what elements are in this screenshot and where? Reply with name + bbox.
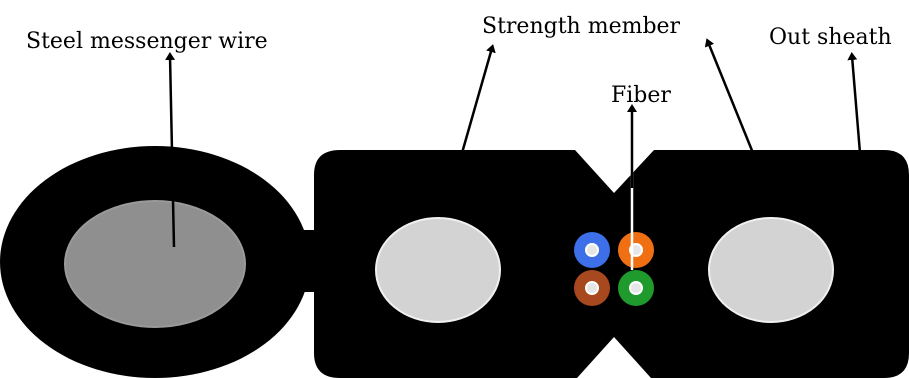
label-steel-messenger-wire: Steel messenger wire (26, 29, 268, 54)
arrow-steel-messenger-wire (165, 52, 176, 248)
arrow-strength-member-right (704, 38, 755, 154)
label-fiber: Fiber (611, 83, 671, 108)
fiber-blue-core (585, 243, 599, 257)
label-strength-member: Strength member (482, 14, 681, 39)
fiber-green-core (629, 281, 643, 295)
fiber-brown-core (585, 281, 599, 295)
steel-messenger-wire-core (64, 200, 246, 328)
strength-member-left (375, 217, 501, 323)
arrow-out-sheath (847, 52, 862, 154)
arrow-strength-member-left (460, 44, 496, 154)
strength-member-right (708, 217, 834, 323)
label-out-sheath: Out sheath (769, 25, 892, 50)
